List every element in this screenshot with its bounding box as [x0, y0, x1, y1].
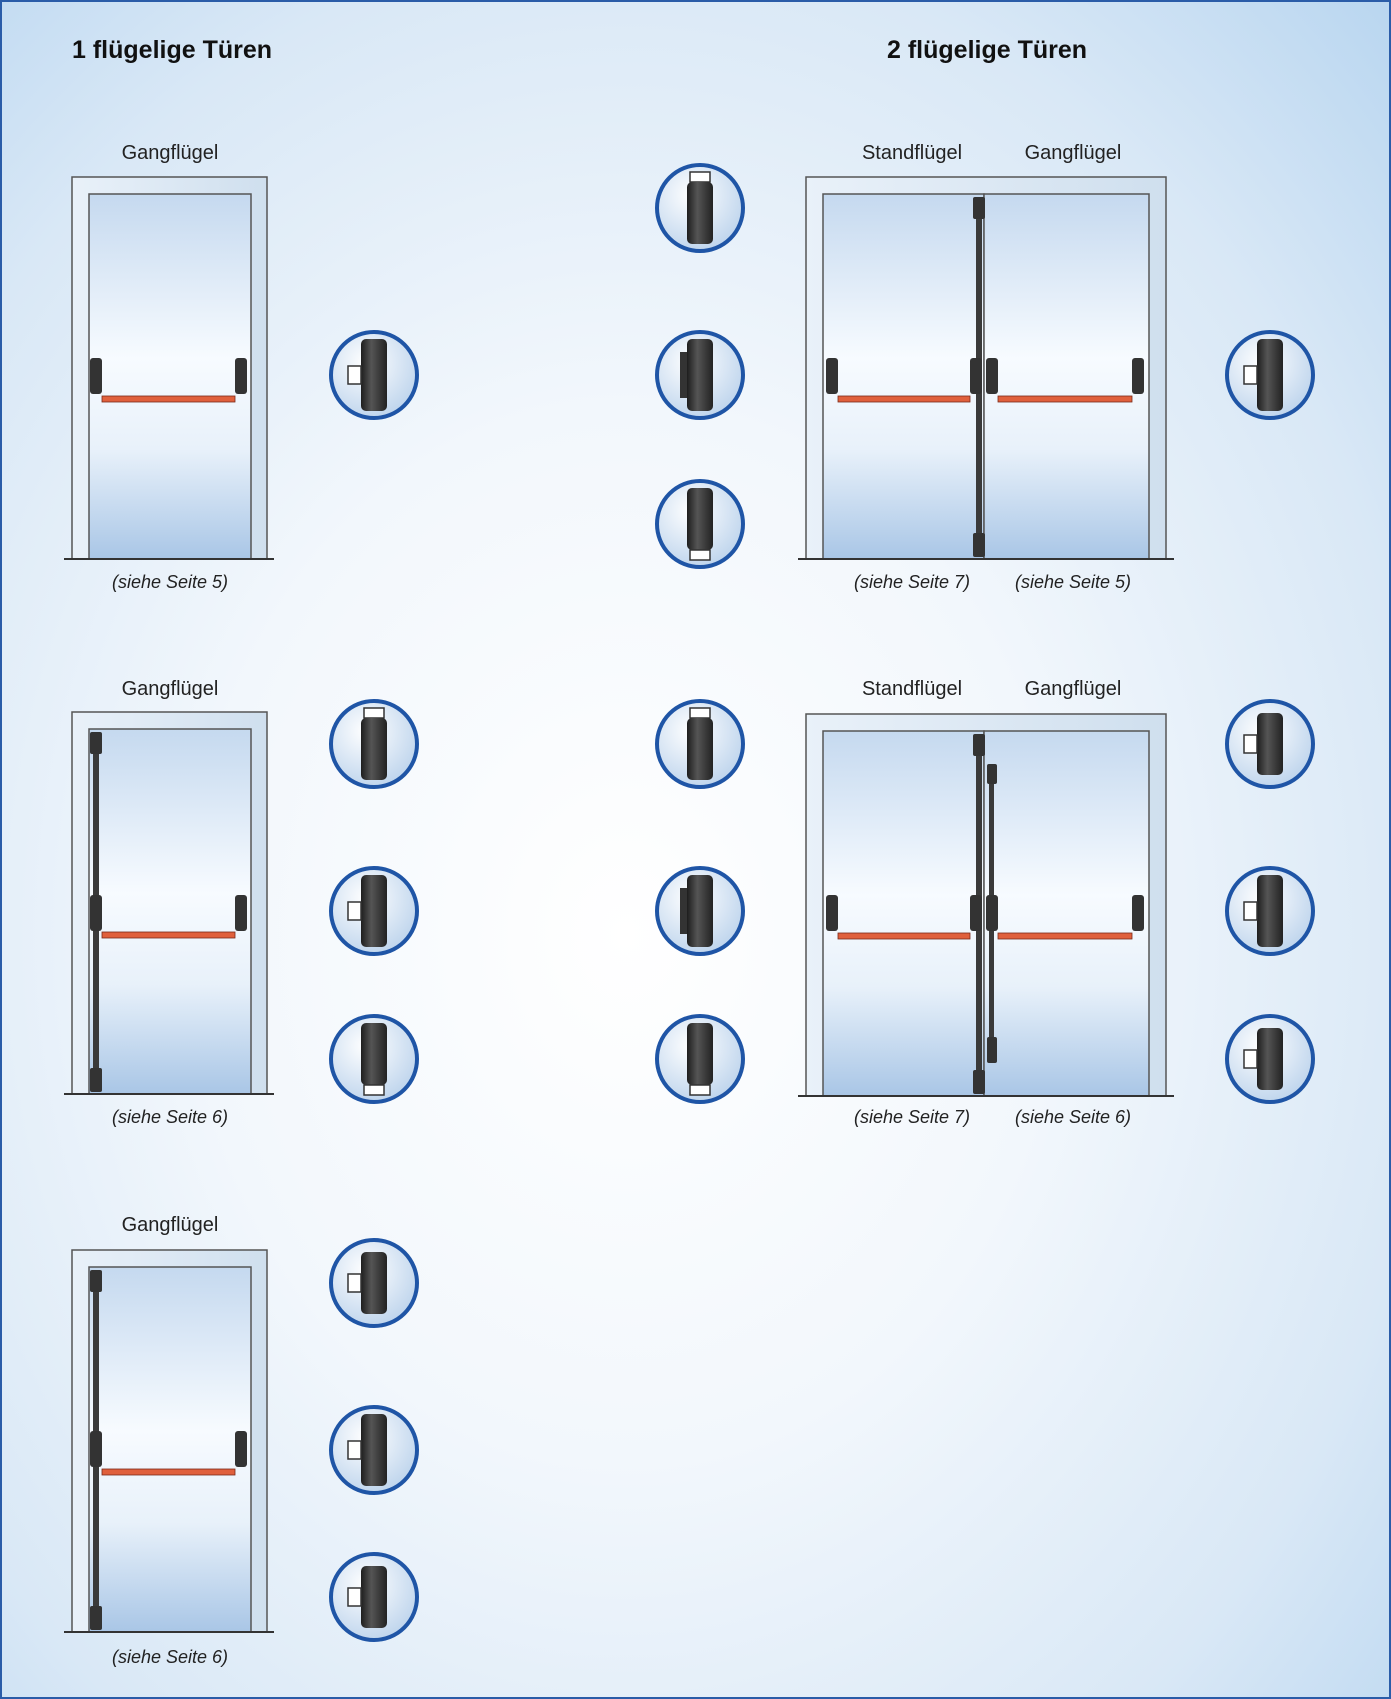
- lock-circle-single-3-top: [329, 1238, 419, 1328]
- lock-circle-double-1-stand-center: [655, 330, 745, 420]
- wing-label-single-3: Gangflügel: [121, 1214, 219, 1236]
- section-title-double: 2 flügelige Türen: [887, 36, 1088, 64]
- lock-circle-double-2-gang-top: [1225, 699, 1315, 789]
- lock-circle-double-2-stand-center: [655, 866, 745, 956]
- page-ref-double-2-gang: (siehe Seite 6): [1014, 1107, 1132, 1127]
- lock-circle-single-2-top: [329, 699, 419, 789]
- wing-label-single-1: Gangflügel: [121, 142, 219, 164]
- lock-circle-single-1-center: [329, 330, 419, 420]
- lock-circle-single-2-bottom: [329, 1014, 419, 1104]
- wing-label-single-2: Gangflügel: [121, 678, 219, 700]
- lock-circle-double-2-gang-center: [1225, 866, 1315, 956]
- lock-circle-double-2-gang-bottom: [1225, 1014, 1315, 1104]
- lock-circle-double-2-stand-top: [655, 699, 745, 789]
- lock-circle-double-1-stand-bottom: [655, 479, 745, 569]
- page-ref-single-1: (siehe Seite 5): [111, 572, 229, 592]
- page-ref-single-3: (siehe Seite 6): [111, 1647, 229, 1667]
- lock-circle-double-2-stand-bottom: [655, 1014, 745, 1104]
- lock-circle-double-1-stand-top: [655, 163, 745, 253]
- single-door-3: [64, 1249, 274, 1633]
- wing-label-double-2-gang: Gangflügel: [1024, 678, 1122, 700]
- section-title-single: 1 flügelige Türen: [72, 36, 273, 64]
- wing-label-double-1-gang: Gangflügel: [1024, 142, 1122, 164]
- page-ref-double-1-gang: (siehe Seite 5): [1014, 572, 1132, 592]
- lock-circle-single-2-center: [329, 866, 419, 956]
- lock-circle-single-3-bottom: [329, 1552, 419, 1642]
- page-ref-double-1-stand: (siehe Seite 7): [853, 572, 971, 592]
- wing-label-double-2-stand: Standflügel: [861, 678, 963, 700]
- lock-circle-double-1-gang-center: [1225, 330, 1315, 420]
- page-ref-single-2: (siehe Seite 6): [111, 1107, 229, 1127]
- single-door-2: [64, 711, 274, 1095]
- page-ref-double-2-stand: (siehe Seite 7): [853, 1107, 971, 1127]
- double-door-1: [798, 176, 1174, 560]
- lock-circle-single-3-center: [329, 1405, 419, 1495]
- single-door-1: [64, 176, 274, 560]
- wing-label-double-1-stand: Standflügel: [861, 142, 963, 164]
- double-door-2: [798, 713, 1174, 1097]
